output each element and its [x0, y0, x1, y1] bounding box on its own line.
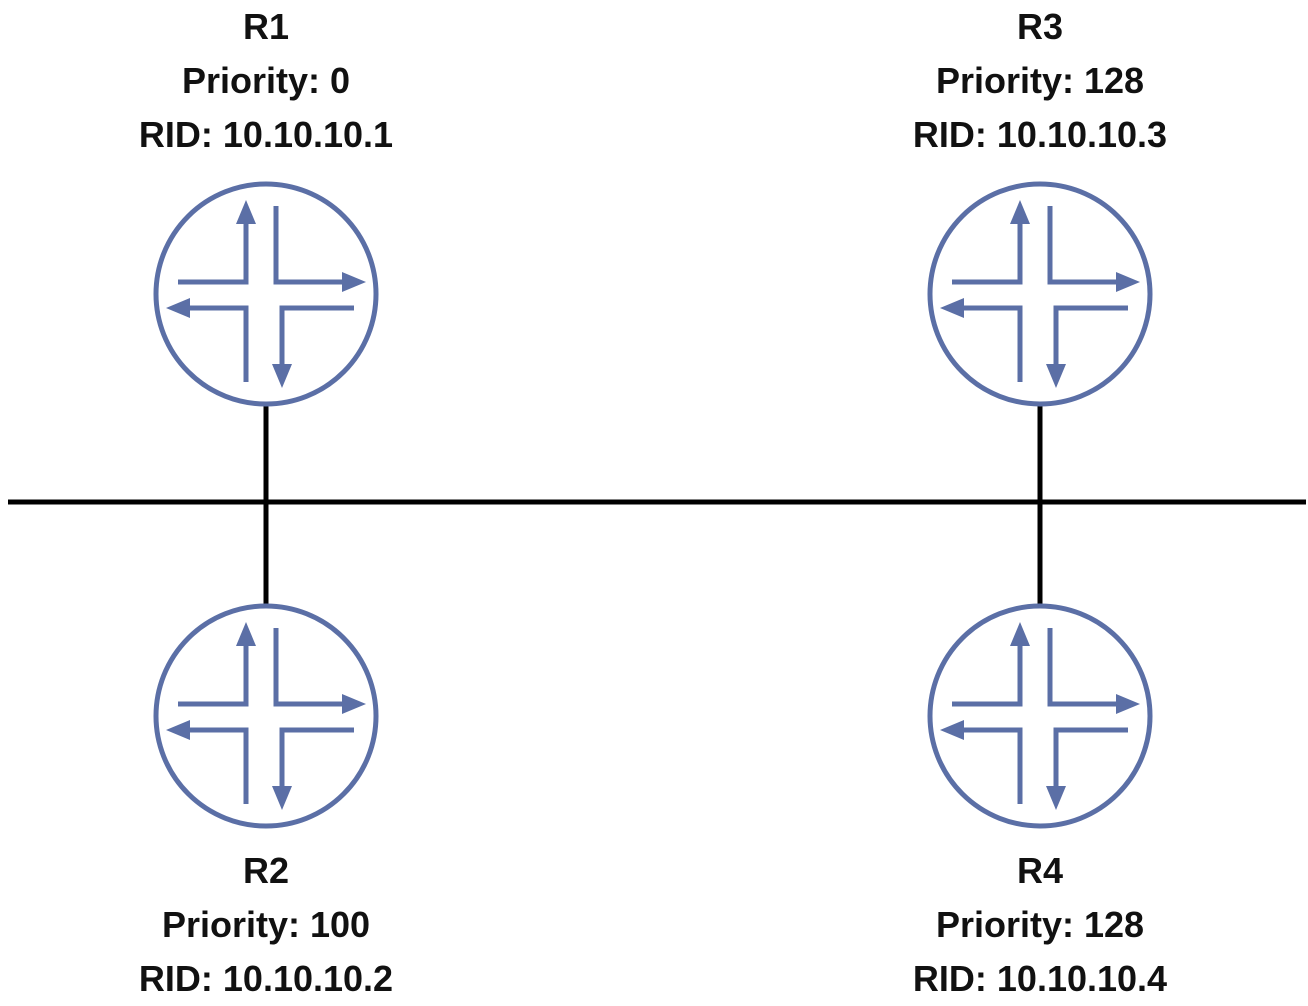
r1-name: R1 [242, 6, 290, 47]
r3-priority: Priority: 128 [935, 60, 1145, 101]
r2-label: R2 Priority: 100 RID: 10.10.10.2 [56, 844, 476, 1006]
r4-rid: RID: 10.10.10.4 [912, 958, 1168, 999]
r3-name: R3 [1016, 6, 1064, 47]
r2-name: R2 [242, 850, 290, 891]
r4-name: R4 [1016, 850, 1064, 891]
r4-label: R4 Priority: 128 RID: 10.10.10.4 [830, 844, 1250, 1006]
r3-label: R3 Priority: 128 RID: 10.10.10.3 [830, 0, 1250, 162]
router-icon-r3[interactable] [930, 184, 1150, 404]
router-icon-r2[interactable] [156, 606, 376, 826]
r1-label: R1 Priority: 0 RID: 10.10.10.1 [56, 0, 476, 162]
router-icon-r1[interactable] [156, 184, 376, 404]
r1-priority: Priority: 0 [181, 60, 351, 101]
router-icon-r4[interactable] [930, 606, 1150, 826]
r3-rid: RID: 10.10.10.3 [912, 114, 1168, 155]
r2-priority: Priority: 100 [161, 904, 371, 945]
r1-rid: RID: 10.10.10.1 [138, 114, 394, 155]
r2-rid: RID: 10.10.10.2 [138, 958, 394, 999]
r4-priority: Priority: 128 [935, 904, 1145, 945]
